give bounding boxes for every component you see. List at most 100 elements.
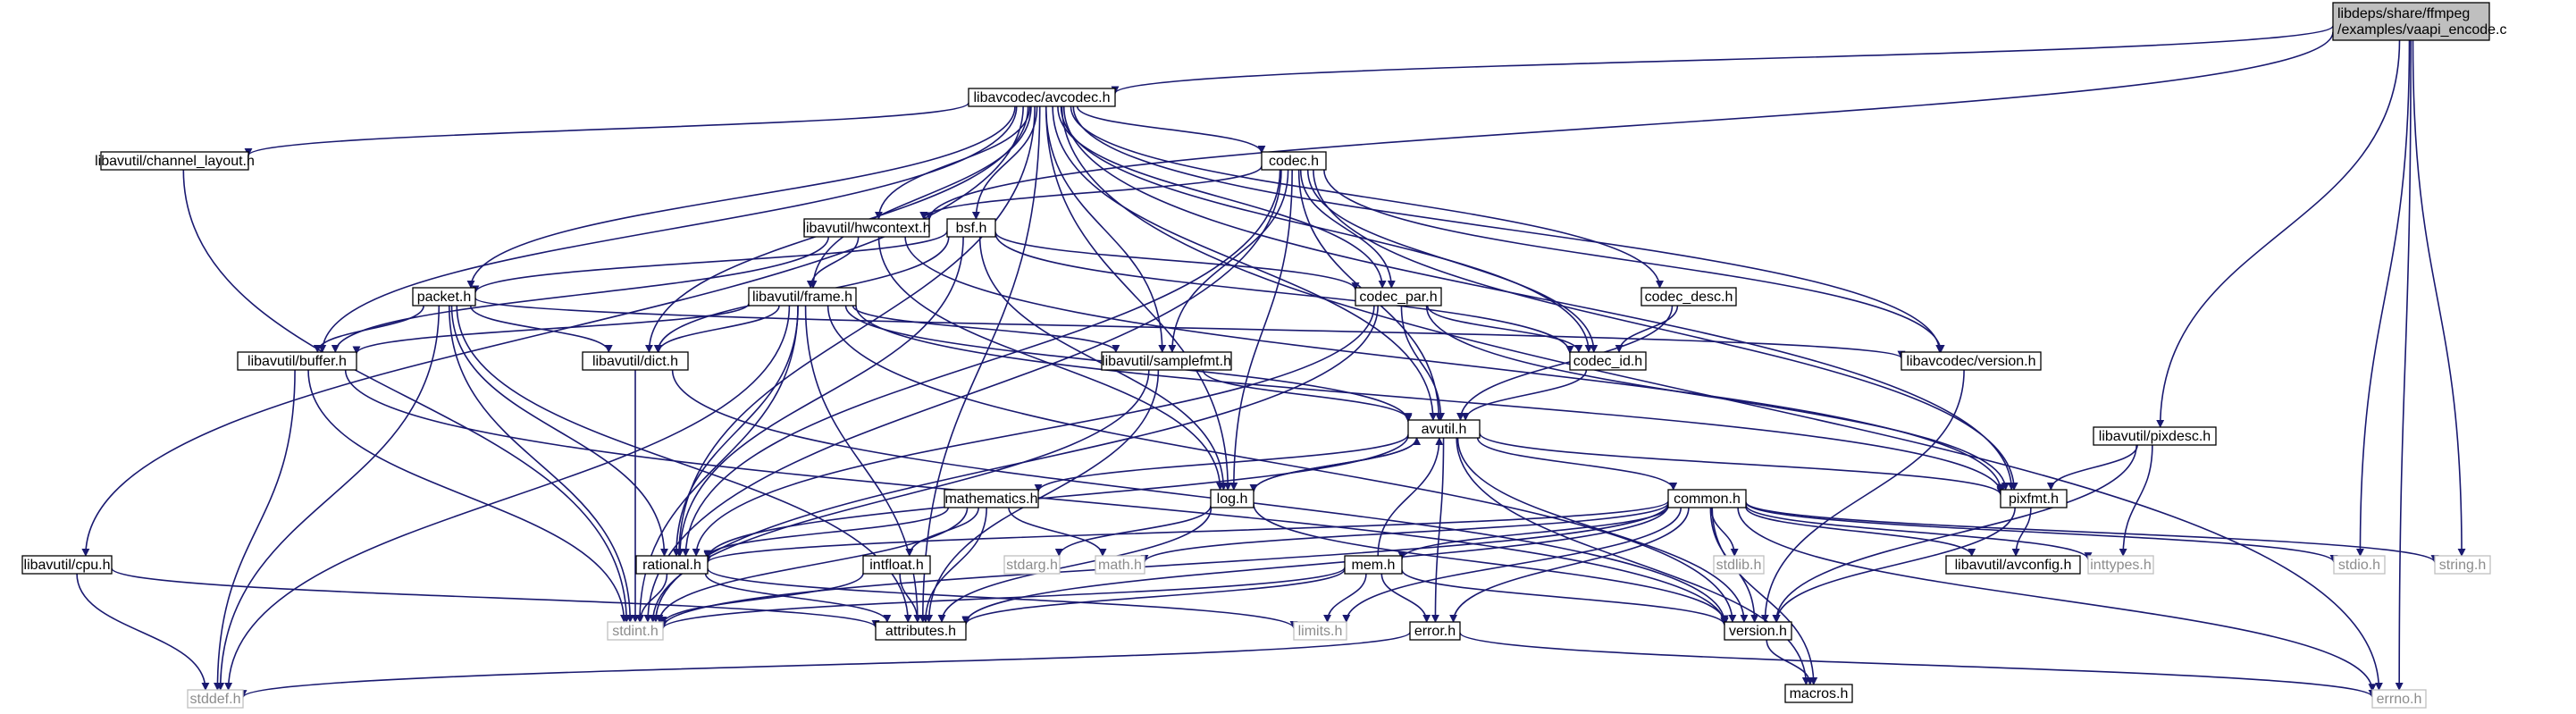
edge-bsf-to-codec_id — [994, 232, 1574, 355]
node-stdio: stdio.h — [2333, 555, 2386, 575]
node-avconfig[interactable]: libavutil/avconfig.h — [1945, 555, 2081, 575]
edge-dict-to-version — [671, 369, 1729, 624]
node-avconfig-label: libavutil/avconfig.h — [1955, 558, 2072, 573]
node-channel_layout-label: libavutil/channel_layout.h — [95, 154, 255, 169]
node-stdint-box — [607, 621, 664, 641]
edge-frame-to-version — [827, 305, 1737, 623]
node-stddef-label: stddef.h — [190, 692, 241, 707]
node-avutil-box — [1407, 419, 1481, 439]
node-mathematics[interactable]: mathematics.h — [944, 489, 1039, 508]
node-frame-box — [748, 287, 857, 307]
edge-buffer-to-stdint — [307, 369, 628, 623]
node-common-label: common.h — [1674, 491, 1741, 507]
node-error-label: error.h — [1414, 624, 1456, 639]
edge-avutil-to-version — [1456, 437, 1749, 623]
edge-common-to-inttypes — [1745, 504, 2093, 561]
node-limits-box — [1293, 621, 1347, 641]
edge-mathematics-to-stdint — [655, 507, 969, 623]
node-stddef: stddef.h — [187, 689, 244, 709]
edge-root-to-errno — [2395, 39, 2412, 691]
node-stdint: stdint.h — [607, 621, 664, 641]
node-samplefmt[interactable]: libavutil/samplefmt.h — [1101, 351, 1232, 371]
node-cpu[interactable]: libavutil/cpu.h — [21, 555, 113, 575]
node-avcodec[interactable]: libavcodec/avcodec.h — [968, 88, 1116, 107]
node-dict-box — [582, 351, 689, 371]
node-hwcontext[interactable]: libavutil/hwcontext.h — [802, 218, 931, 238]
node-macros-label: macros.h — [1790, 686, 1849, 701]
edge-root-to-stdio — [2355, 39, 2411, 557]
node-codec[interactable]: codec.h — [1261, 151, 1327, 171]
node-mem-box — [1344, 555, 1403, 575]
node-stdlib-label: stdlib.h — [1716, 558, 1762, 573]
edge-version-to-macros — [1766, 639, 1815, 685]
node-channel_layout-box — [100, 151, 249, 171]
node-codec_par-box — [1355, 287, 1442, 307]
node-bsf[interactable]: bsf.h — [946, 218, 996, 238]
node-codec_desc[interactable]: codec_desc.h — [1640, 287, 1737, 307]
node-intfloat[interactable]: intfloat.h — [862, 555, 931, 575]
edge-samplefmt-to-avutil — [1202, 369, 1413, 422]
node-mathematics-box — [944, 489, 1039, 508]
edge-log-to-avutil — [1253, 437, 1422, 492]
node-mem[interactable]: mem.h — [1344, 555, 1403, 575]
node-errno: errno.h — [2371, 689, 2427, 709]
edge-common-to-rational — [703, 500, 1669, 564]
node-attributes[interactable]: attributes.h — [875, 621, 967, 641]
edge-samplefmt-to-attributes — [925, 369, 1160, 623]
node-avutil[interactable]: avutil.h — [1407, 419, 1481, 439]
node-error[interactable]: error.h — [1409, 621, 1461, 641]
node-pixdesc-box — [2093, 426, 2217, 446]
root-file-label-line1: libdeps/share/ffmpeg — [2337, 6, 2470, 21]
node-stdarg-box — [1003, 555, 1061, 575]
node-codec_id-label: codec_id.h — [1573, 354, 1642, 369]
edge-codec_desc-to-codec_id — [1615, 305, 1679, 353]
node-avconfig-box — [1945, 555, 2081, 575]
node-inttypes-box — [2087, 555, 2154, 575]
node-pixfmt-box — [2000, 489, 2068, 508]
node-errno-box — [2371, 689, 2427, 709]
node-macros[interactable]: macros.h — [1784, 684, 1853, 703]
node-dict[interactable]: libavutil/dict.h — [582, 351, 689, 371]
node-buffer[interactable]: libavutil/buffer.h — [237, 351, 357, 371]
node-codec_par-label: codec_par.h — [1359, 290, 1437, 305]
node-stdio-box — [2333, 555, 2386, 575]
node-inttypes-label: inttypes.h — [2090, 558, 2151, 573]
node-buffer-label: libavutil/buffer.h — [248, 354, 347, 369]
node-rational[interactable]: rational.h — [635, 555, 709, 575]
node-common[interactable]: common.h — [1667, 489, 1747, 508]
node-codec_id[interactable]: codec_id.h — [1569, 351, 1647, 371]
edge-codec-to-codec_id — [1306, 169, 1598, 353]
edge-log-to-stdarg — [1054, 505, 1212, 557]
node-buffer-box — [237, 351, 357, 371]
node-codec_par[interactable]: codec_par.h — [1355, 287, 1442, 307]
node-string-label: string.h — [2439, 558, 2486, 573]
node-attributes-label: attributes.h — [885, 624, 956, 639]
node-log-box — [1210, 489, 1254, 508]
edge-codec_par-to-avutil — [1400, 305, 1446, 421]
node-packet[interactable]: packet.h — [412, 287, 476, 307]
node-avcodec-label: libavcodec/avcodec.h — [974, 90, 1111, 105]
node-intfloat-box — [862, 555, 931, 575]
node-avc_version[interactable]: libavcodec/version.h — [1901, 351, 2042, 371]
edge-buffer-to-stddef — [213, 369, 296, 691]
edge-frame-to-rational — [672, 305, 799, 557]
node-errno-label: errno.h — [2377, 692, 2422, 707]
node-log[interactable]: log.h — [1210, 489, 1254, 508]
node-codec-box — [1261, 151, 1327, 171]
node-version-box — [1724, 621, 1792, 641]
node-stdio-label: stdio.h — [2338, 558, 2380, 573]
node-pixdesc[interactable]: libavutil/pixdesc.h — [2093, 426, 2217, 446]
edge-packet-to-buffer — [313, 305, 424, 353]
node-frame[interactable]: libavutil/frame.h — [748, 287, 857, 307]
node-root[interactable]: libdeps/share/ffmpeg/examples/vaapi_enco… — [2332, 2, 2506, 41]
node-cpu-label: libavutil/cpu.h — [24, 558, 111, 573]
edge-log-to-attributes — [937, 507, 1212, 623]
node-packet-box — [412, 287, 476, 307]
node-avc_version-label: libavcodec/version.h — [1907, 354, 2036, 369]
edge-avcodec-to-rational — [675, 105, 1036, 557]
node-channel_layout[interactable]: libavutil/channel_layout.h — [95, 151, 255, 171]
node-version[interactable]: version.h — [1724, 621, 1792, 641]
node-intfloat-label: intfloat.h — [869, 558, 923, 573]
edge-codec-to-rational — [681, 169, 1281, 557]
node-pixfmt[interactable]: pixfmt.h — [2000, 489, 2068, 508]
